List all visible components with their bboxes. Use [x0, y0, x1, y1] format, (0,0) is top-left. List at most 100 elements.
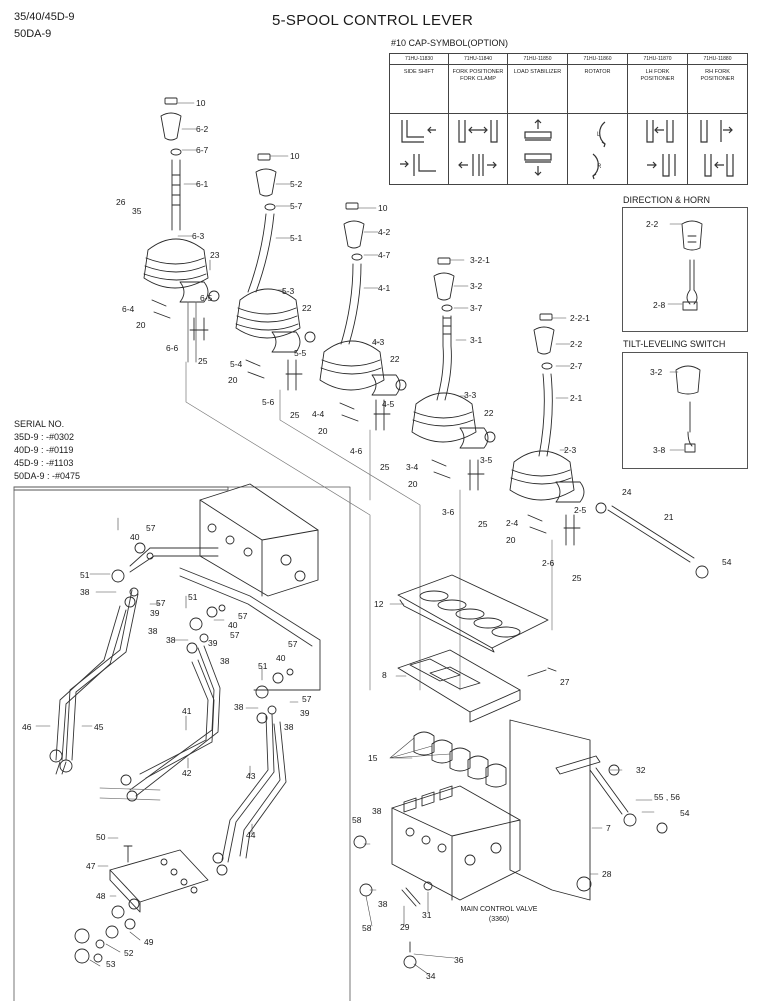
callout-misc: 38 — [372, 806, 382, 816]
callout-misc: 55 , 56 — [654, 792, 680, 802]
callout-hoses: 57 — [156, 598, 166, 608]
callout-misc: 29 — [400, 922, 410, 932]
callout-misc: 21 — [664, 512, 674, 522]
callout-hoses: 51 — [80, 570, 90, 580]
callout-hoses: 44 — [246, 830, 256, 840]
callout-lever3: 3-5 — [480, 455, 493, 465]
callout-lever6: 6-7 — [196, 145, 209, 155]
callout-lever2: 25 — [572, 573, 582, 583]
lever-5 — [235, 153, 316, 391]
callout-misc: 35 — [132, 206, 142, 216]
callout-lever3: 3-3 — [464, 390, 477, 400]
callout-misc: 15 — [368, 753, 378, 763]
callout-hoses: 41 — [182, 706, 192, 716]
callout-lever5: 5-3 — [282, 286, 295, 296]
callout-misc: 54 — [722, 557, 732, 567]
model-line-1: 35/40/45D-9 — [14, 11, 75, 23]
callout-hoses: 42 — [182, 768, 192, 778]
callout-hoses: 53 — [106, 959, 116, 969]
callout-lever6: 6-3 — [192, 231, 205, 241]
callout-lever2: 2-2 — [570, 339, 583, 349]
callout-lever2: 2-1 — [570, 393, 583, 403]
direction-horn-title: DIRECTION & HORN — [623, 195, 711, 205]
serial-line: 50DA-9 : -#0475 — [14, 471, 81, 481]
callout-lever5: 5-2 — [290, 179, 303, 189]
main-valve-code: (3360) — [488, 916, 510, 923]
callout-hoses: 40 — [276, 653, 286, 663]
symbol-cell: L R — [567, 113, 628, 185]
hose-lines — [55, 547, 321, 863]
callout-lever6: 6-4 — [122, 304, 135, 314]
rotator-icon: L R — [591, 121, 606, 180]
hose-fittings — [49, 542, 294, 876]
callout-lever5: 5-6 — [262, 397, 275, 407]
callout-hoses: 39 — [150, 608, 160, 618]
page-title: 5-SPOOL CONTROL LEVER — [272, 12, 474, 29]
leader-lines — [35, 102, 685, 975]
lever-4 — [319, 202, 407, 431]
callout-hoses: 51 — [188, 592, 198, 602]
callout-lever2: 20 — [506, 535, 516, 545]
svg-text:R: R — [597, 164, 602, 170]
callout-lever5: 5-4 — [230, 359, 243, 369]
plate-12 — [397, 574, 549, 653]
callout-hoses: 45 — [94, 722, 104, 732]
lever-3 — [411, 257, 496, 491]
callout-lever5: 5-1 — [290, 233, 303, 243]
tilt-leveling-drawing — [675, 365, 701, 453]
callout-lever6: 25 — [198, 356, 208, 366]
lh-fork-positioner-icon — [645, 120, 676, 177]
callout-hoses: 57 — [238, 611, 248, 621]
callout-hoses: 57 — [302, 694, 312, 704]
callout-lever4: 4-2 — [378, 227, 391, 237]
callout-lever3: 20 — [408, 479, 418, 489]
serial-line: 40D-9 : -#0119 — [14, 445, 74, 455]
callout-lever3: 25 — [478, 519, 488, 529]
callout-lever5: 20 — [228, 375, 238, 385]
callout-hoses: 50 — [96, 832, 106, 842]
cap-symbol-title: #10 CAP-SYMBOL(OPTION) — [391, 38, 509, 48]
fork-positioner-icon — [458, 120, 498, 176]
callout-lever3: 3-7 — [470, 303, 483, 313]
svg-text:L: L — [597, 132, 601, 138]
lever-6 — [143, 97, 220, 363]
callout-hoses: 46 — [22, 722, 32, 732]
callout-lever5: 5-5 — [294, 348, 307, 358]
callout-lever2: 2-6 — [542, 558, 555, 568]
callout-hoses: 48 — [96, 891, 106, 901]
serial-line: 45D-9 : -#1103 — [14, 458, 74, 468]
callout-hoses: 38 — [220, 656, 230, 666]
callout-misc: 32 — [636, 765, 646, 775]
callout-misc: 34 — [426, 971, 436, 981]
spool-boots-15 — [413, 731, 507, 788]
callout-misc: 22 — [302, 303, 312, 313]
callout-misc: 12 — [374, 599, 384, 609]
callout-hoses: 57 — [288, 639, 298, 649]
direction-horn-drawing — [681, 220, 703, 311]
callout-misc: 31 — [422, 910, 432, 920]
callout-lever6: 10 — [196, 98, 206, 108]
callout-hoses: 39 — [300, 708, 310, 718]
symbol-cell — [507, 113, 568, 185]
callout-tilt-leveling: 3-2 — [650, 367, 663, 377]
callout-hoses: 47 — [86, 861, 96, 871]
callout-misc: 27 — [560, 677, 570, 687]
callout-lever4: 4-5 — [382, 399, 395, 409]
callout-hoses: 43 — [246, 771, 256, 781]
callout-misc: 22 — [390, 354, 400, 364]
callout-hoses: 57 — [230, 630, 240, 640]
callout-lever3: 3-4 — [406, 462, 419, 472]
callout-misc: 28 — [602, 869, 612, 879]
callout-misc: 23 — [210, 250, 220, 260]
callout-misc: 7 — [606, 823, 611, 833]
load-stabilizer-icon — [523, 119, 552, 176]
callout-lever2: 2-2-1 — [570, 313, 590, 323]
main-valve-name: MAIN CONTROL VALVE — [460, 906, 538, 913]
callout-lever3: 3-6 — [442, 507, 455, 517]
callout-misc: 58 — [362, 923, 372, 933]
callout-misc: 36 — [454, 955, 464, 965]
model-line-2: 50DA-9 — [14, 28, 52, 40]
callout-hoses: 38 — [284, 722, 294, 732]
